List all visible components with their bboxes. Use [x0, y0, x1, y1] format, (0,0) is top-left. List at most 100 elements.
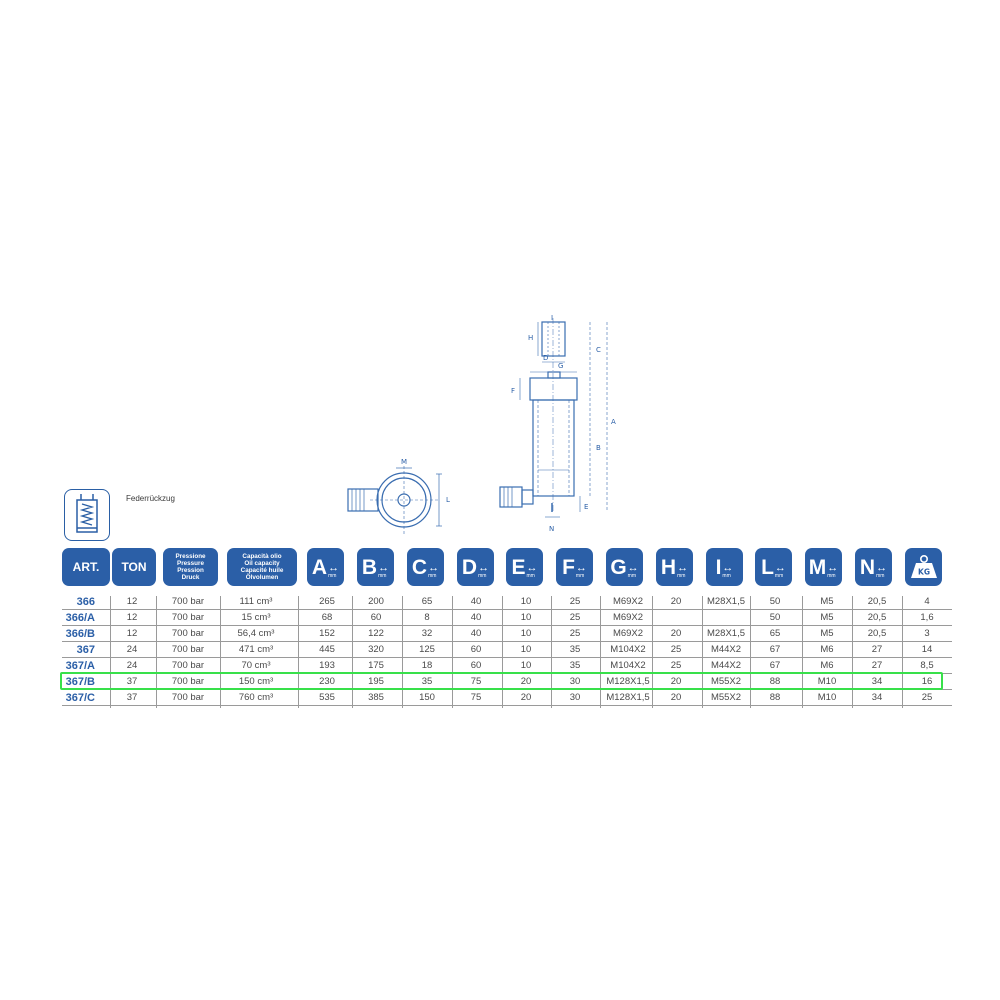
article-code: 367/B [65, 676, 95, 688]
table-cell: M55X2 [710, 692, 742, 703]
table-cell: 10 [520, 612, 532, 623]
table-cell: 16 [921, 676, 933, 687]
header-dim-b: B↔mm [357, 548, 394, 586]
table-cell: 320 [368, 644, 384, 655]
article-code: 366/A [65, 612, 95, 624]
table-cell: 700 bar [171, 628, 205, 639]
header-unit: mm [627, 573, 637, 579]
header-letter: L [761, 555, 774, 579]
header-unit: mm [328, 573, 337, 579]
column-separator [551, 596, 552, 708]
column-separator [298, 596, 299, 708]
cylinder-side-view [499, 318, 608, 518]
double-arrow-icon: ↔ [478, 562, 490, 574]
table-cell: M6 [820, 660, 834, 671]
table-cell: 1,6 [920, 612, 934, 623]
table-cell: 25 [670, 644, 682, 655]
header-dim-a: A↔mm [307, 548, 344, 586]
table-cell: 111 cm³ [239, 596, 273, 607]
table-cell: 65 [421, 596, 433, 607]
table-cell: 760 cm³ [238, 692, 274, 703]
double-arrow-icon: ↔ [627, 562, 639, 574]
header-unit: mm [575, 573, 585, 579]
table-cell: 193 [319, 660, 335, 671]
table-cell: 75 [470, 676, 482, 687]
table-cell: M55X2 [710, 676, 742, 687]
table-cell: 50 [769, 596, 781, 607]
table-cell: 10 [520, 644, 532, 655]
table-cell: 40 [470, 596, 482, 607]
table-cell: 18 [421, 660, 433, 671]
column-separator [502, 596, 503, 708]
table-cell: 20 [670, 676, 682, 687]
table-cell: 20 [670, 692, 682, 703]
double-arrow-icon: ↔ [677, 562, 689, 574]
table-cell: 700 bar [171, 660, 205, 671]
highlighted-row-367-b [60, 672, 943, 690]
dim-label-f: F [511, 387, 515, 395]
column-separator [110, 596, 111, 708]
table-cell: 150 [419, 692, 435, 703]
legend-label: Federrückzug [126, 494, 175, 503]
header-art: ART. [62, 548, 110, 586]
article-code: 366/B [65, 628, 95, 640]
table-cell: M28X1,5 [706, 596, 746, 607]
column-separator [852, 596, 853, 708]
header-line: Pression [177, 567, 204, 574]
table-cell: 700 bar [171, 612, 205, 623]
table-cell: 265 [319, 596, 335, 607]
table-cell: 700 bar [171, 596, 205, 607]
header-unit: mm [876, 573, 885, 579]
header-dim-n: N↔mm [855, 548, 892, 586]
double-arrow-icon: ↔ [428, 562, 440, 574]
table-cell: 25 [569, 612, 581, 623]
header-unit: mm [722, 573, 731, 579]
header-line: Pressure [177, 560, 204, 567]
header-letter: I [715, 555, 722, 579]
weight-label: KG [918, 568, 930, 577]
table-cell: 70 cm³ [241, 660, 271, 671]
header-dim-e: E↔mm [506, 548, 543, 586]
header-dim-i: I↔mm [706, 548, 743, 586]
header-letter: E [511, 555, 526, 579]
table-cell: 12 [126, 628, 138, 639]
header-dim-l: L↔mm [755, 548, 792, 586]
table-cell: 10 [520, 660, 532, 671]
table-cell: 12 [126, 612, 138, 623]
table-cell: 25 [670, 660, 682, 671]
table-cell: 67 [769, 644, 781, 655]
table-cell: 8,5 [920, 660, 934, 671]
header-dim-d: D↔mm [457, 548, 494, 586]
table-cell: 700 bar [171, 644, 205, 655]
table-cell: 200 [368, 596, 384, 607]
header-line: Oil capacity [244, 560, 280, 567]
table-cell: 24 [126, 660, 138, 671]
column-separator [802, 596, 803, 708]
header-letter: B [361, 555, 378, 579]
table-cell: 125 [419, 644, 435, 655]
column-separator [750, 596, 751, 708]
header-label: ART. [72, 560, 100, 574]
header-letter: A [311, 555, 328, 579]
table-cell: 50 [769, 612, 781, 623]
header-unit: mm [774, 573, 784, 579]
table-cell: 3 [924, 628, 930, 639]
header-dim-f: F↔mm [556, 548, 593, 586]
table-cell: 56,4 cm³ [237, 628, 275, 639]
header-unit: mm [478, 573, 487, 579]
article-code: 367 [76, 644, 95, 656]
table-cell: 34 [871, 692, 883, 703]
dim-label-g: G [558, 362, 563, 370]
dim-label-m: M [401, 458, 407, 466]
header-letter: C [411, 555, 428, 579]
table-cell: 24 [126, 644, 138, 655]
dim-label-l: L [446, 496, 450, 504]
header-line: Capacité huile [240, 567, 284, 574]
table-cell: 30 [569, 676, 581, 687]
header-unit: mm [677, 573, 686, 579]
header-line: Ölvolumen [245, 574, 279, 581]
